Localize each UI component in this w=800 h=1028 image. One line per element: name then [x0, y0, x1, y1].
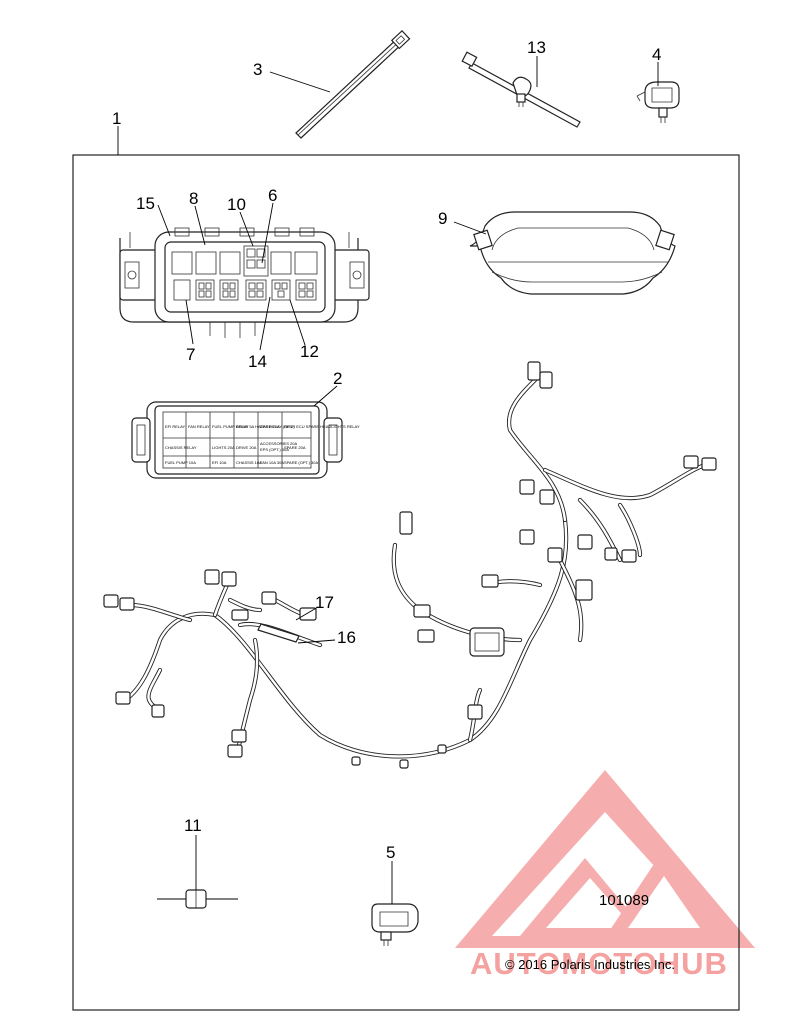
callout-9: 9: [438, 209, 447, 228]
callout-7: 7: [186, 345, 195, 364]
leader-lines: [117, 56, 659, 904]
callout-17: 17: [315, 593, 334, 612]
connector-housing-part: [119, 227, 370, 338]
connector-clip-part: [371, 903, 419, 946]
callout-5: 5: [386, 843, 395, 862]
fuse-box-label-part: EFI RELAY FAN RELAY FUEL PUMP RELAY DRIV…: [131, 401, 360, 479]
cable-tie-part: [295, 29, 411, 139]
copyright-text: © 2016 Polaris Industries Inc.: [505, 957, 675, 972]
fuse-label-fuel-pump-relay: FUEL PUMP RELAY: [212, 424, 249, 429]
callout-12: 12: [300, 342, 319, 361]
kit-border: [72, 154, 740, 1011]
fuse-label-drive: DRIVE 20A: [236, 445, 257, 450]
fuse-label-spare-opt: SPARE (OPT.) 30A: [284, 460, 318, 465]
fuse-label-chassis: CHASSIS 10A: [236, 460, 262, 465]
wire-harness-part: [103, 361, 717, 769]
callout-14: 14: [248, 352, 267, 371]
callout-11: 11: [184, 816, 202, 835]
callout-16: 16: [337, 628, 356, 647]
callout-4: 4: [652, 45, 661, 64]
fuse-label-fan-relay: FAN RELAY: [188, 424, 210, 429]
callout-3: 3: [253, 60, 262, 79]
callout-15: 15: [136, 194, 155, 213]
callout-2: 2: [333, 369, 342, 388]
fuse-label-efi-relay: EFI RELAY: [165, 424, 185, 429]
fuse-label-lights: LIGHTS 20A: [212, 445, 235, 450]
watermark-text: AUTOMOTOHUB: [470, 946, 728, 981]
fuse-label-fan: FAN 10A 30A: [260, 460, 284, 465]
fuse-label-drive-hazard: DRIVE 5A HAZARD 20A: [236, 424, 280, 429]
callout-1: 1: [112, 109, 121, 128]
fuse-label-efi: EFI 10A: [212, 460, 227, 465]
callout-6: 6: [268, 186, 277, 205]
watermark-logo: [455, 770, 755, 948]
fuse-label-headlights-relay: REAR ECU SPARE HEADLIGHTS RELAY: [284, 424, 360, 429]
fuse-label-eps-relay: EPS RELAY (OPT.): [260, 424, 295, 429]
fuse-box-cover-part: [469, 211, 676, 295]
fuse-label-accessories: ACCESSORIES 20A: [260, 441, 297, 446]
callout-10: 10: [227, 195, 246, 214]
callout-8: 8: [189, 189, 198, 208]
fuse-label-spare: SPARE 20A: [284, 445, 306, 450]
callouts: 1 2 3 4 5 6 7 8 9 10 11 12 13 14 15 16 1…: [112, 38, 661, 862]
push-mount-tie-part: [461, 51, 581, 128]
diode-part: [157, 889, 238, 909]
clip-part: [636, 81, 680, 123]
fuse-label-eps: EPS (OPT.) 30A: [260, 447, 289, 452]
fuse-label-fuel-pump: FUEL PUMP 10A: [165, 460, 196, 465]
fuse-label-chassis-relay: CHASSIS RELAY: [165, 445, 197, 450]
callout-13: 13: [527, 38, 546, 57]
drawing-number: 101089: [599, 892, 649, 909]
